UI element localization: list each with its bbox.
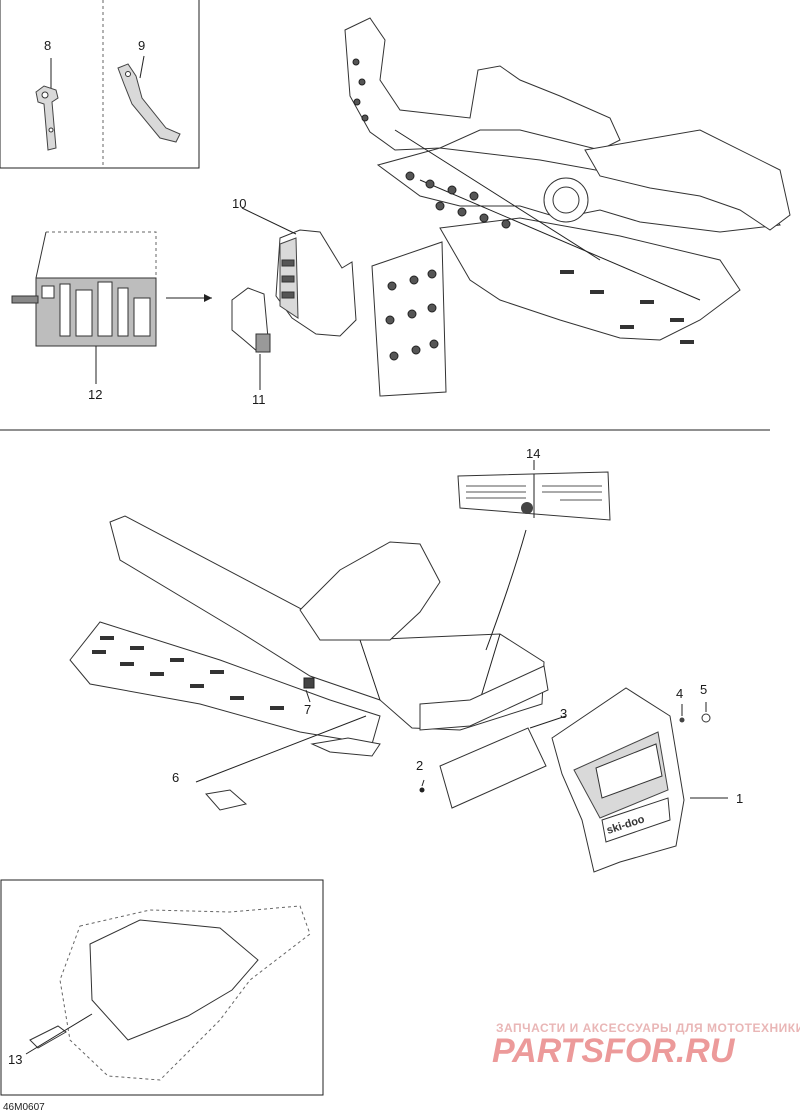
callout-11: 11: [252, 392, 266, 407]
callout-4: 4: [676, 686, 683, 701]
callout-5: 5: [700, 682, 707, 697]
callout-8: 8: [44, 38, 51, 53]
clip-7: [303, 677, 315, 689]
callout-6: 6: [172, 770, 179, 785]
strap-11: [231, 287, 271, 353]
tool-kit-12: [11, 231, 157, 347]
callout-9: 9: [138, 38, 145, 53]
plate-3: [439, 727, 547, 809]
reflector-13: [29, 1025, 67, 1049]
bracket-plate: [371, 241, 447, 397]
callout-12: 12: [88, 387, 102, 402]
nut-5: [701, 713, 711, 723]
screw-4: [679, 717, 685, 723]
callout-10: 10: [232, 196, 246, 211]
reflector-inset-box: [0, 879, 324, 1096]
rivet-2: [419, 787, 425, 793]
reflector-6: [205, 789, 248, 811]
callout-13: 13: [8, 1052, 22, 1067]
watermark-tagline: ЗАПЧАСТИ И АКСЕССУАРЫ ДЛЯ МОТОТЕХНИКИ: [496, 1021, 800, 1035]
callout-1: 1: [736, 791, 743, 806]
callout-7: 7: [304, 702, 311, 717]
bumper-rail: [419, 665, 549, 731]
tool-bag-10: [275, 229, 357, 337]
callout-2: 2: [416, 758, 423, 773]
tool-inset-box: [0, 0, 200, 169]
warning-decal-14: [457, 471, 611, 521]
mud-flap-1: ski-doo: [551, 687, 685, 873]
nose-pan: [59, 905, 311, 1081]
wrench-8: [35, 85, 59, 151]
callout-3: 3: [560, 706, 567, 721]
rear-tunnel: [69, 515, 545, 757]
wrench-9: [117, 63, 181, 143]
drawing-code: 46M0607: [3, 1102, 45, 1113]
watermark-brand: PARTSFOR.RU: [492, 1032, 736, 1070]
leader-lines: [25, 55, 728, 1055]
callout-14: 14: [526, 446, 540, 461]
chassis-frame: [344, 17, 791, 344]
